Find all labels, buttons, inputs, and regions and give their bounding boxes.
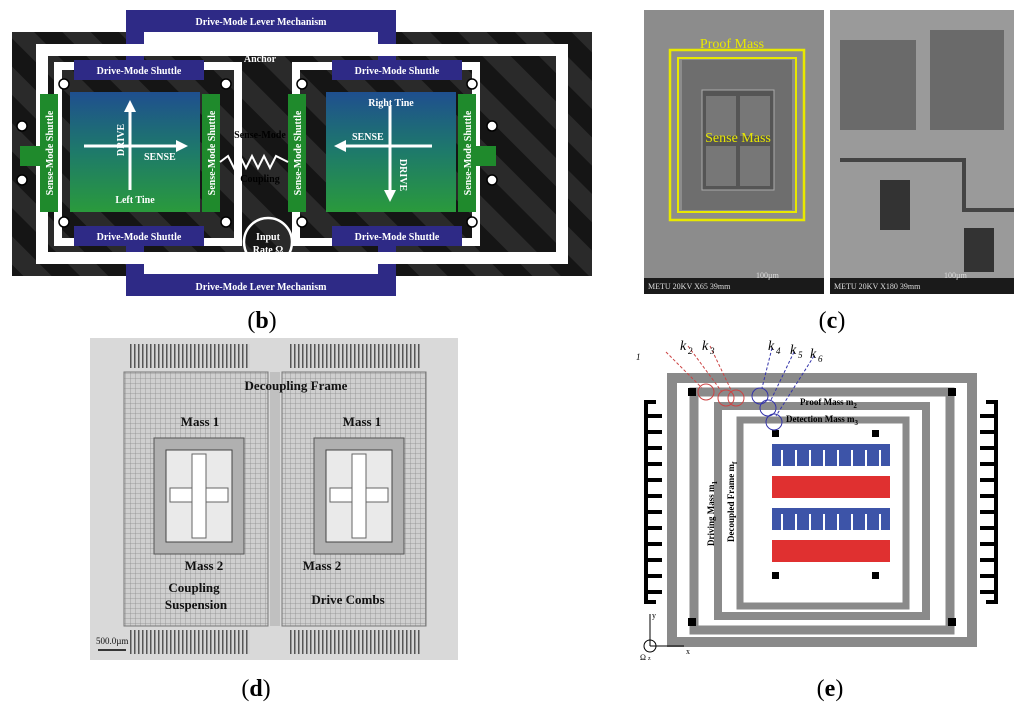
label-sense-shuttle-2: Sense-Mode Shuttle (207, 110, 218, 195)
label-k5: k (790, 343, 797, 358)
label-decoupled-frame: Decoupled Frame mf (726, 461, 739, 542)
sem-scale-right: 100µm (944, 271, 968, 280)
label-shuttle-tr: Drive-Mode Shuttle (355, 66, 440, 77)
label-k5-sub: 5 (798, 350, 803, 360)
label-k6-sub: 6 (818, 354, 823, 364)
label-axis-z: z (648, 656, 651, 662)
panel-e-schematic: k 1 k 2 k 3 k 4 k 5 k 6 Proof Mass m2 De… (628, 336, 1014, 664)
label-k3-sub: 3 (709, 346, 715, 356)
detection-mass-frame (736, 416, 910, 610)
label-k4-sub: 4 (776, 346, 781, 356)
caption-d: (d) (241, 676, 271, 702)
label-axis-x: x (686, 647, 690, 656)
label-coupling-1: Coupling (168, 580, 220, 595)
coupling-spring (219, 153, 289, 171)
label-input-1: Input (256, 232, 281, 243)
label-axis-omega: Ω (640, 653, 646, 662)
proof-mass-frame (714, 402, 930, 620)
sense-shuttle-4 (458, 94, 476, 212)
label-mass1-left: Mass 1 (181, 414, 220, 429)
panel-c-sem-images: Proof Mass Sense Mass METU 20KV X65 39mm… (644, 10, 1014, 294)
sem-footer-left: METU 20KV X65 39mm (648, 282, 731, 291)
decoupled-frame (689, 387, 955, 635)
label-mass1-right: Mass 1 (343, 414, 382, 429)
proof-mass-outline (668, 48, 806, 222)
label-coupling-1: Sense-Mode (234, 130, 286, 141)
label-mass2-left: Mass 2 (185, 558, 224, 573)
label-right-tine: Right Tine (368, 98, 414, 109)
panel-e-diagram: k 1 k 2 k 3 k 4 k 5 k 6 Proof Mass m2 De… (628, 339, 998, 662)
rotation-axis-icon (643, 639, 657, 653)
input-rate-icon (242, 216, 294, 268)
label-k6: k (810, 347, 817, 362)
sense-comb-red-1 (772, 476, 890, 498)
label-k2-sub: 2 (688, 346, 693, 356)
driving-mass-frame (667, 373, 977, 647)
label-drive-combs: Drive Combs (311, 592, 384, 607)
label-coupling-2: Suspension (165, 597, 228, 612)
caption-c: (c) (818, 308, 846, 334)
shuttle-br (332, 226, 462, 246)
sense-comb-red-2 (772, 540, 890, 562)
caption-b: (b) (247, 308, 277, 334)
label-left-sense: SENSE (144, 152, 176, 163)
label-k3: k (702, 339, 709, 354)
label-right-drive: DRIVE (397, 159, 408, 192)
label-k4: k (768, 339, 775, 354)
label-k1-sub: 1 (636, 352, 641, 362)
label-left-tine: Left Tine (115, 195, 155, 206)
label-k2: k (680, 339, 687, 354)
k-marker-4 (751, 387, 769, 405)
label-shuttle-br: Drive-Mode Shuttle (355, 232, 440, 243)
k-marker-3 (727, 389, 745, 407)
shuttle-tr (332, 60, 462, 80)
sense-shuttle-1 (40, 94, 58, 212)
k-marker-2 (717, 389, 735, 407)
panel-b-tuning-fork-gyro: Drive-Mode Lever Mechanism Drive-Mode Le… (12, 10, 592, 296)
label-shuttle-tl: Drive-Mode Shuttle (97, 66, 182, 77)
lever-top (126, 10, 396, 32)
panel-d-micrograph: Decoupling Frame Mass 1 Mass 1 Mass 2 Ma… (90, 338, 458, 660)
label-lever-bottom: Drive-Mode Lever Mechanism (196, 282, 328, 293)
label-driving-mass: Driving Mass m1 (706, 481, 719, 547)
panel-b-diagram: Drive-Mode Lever Mechanism Drive-Mode Le… (12, 10, 592, 296)
label-sense-shuttle-4: Sense-Mode Shuttle (463, 110, 474, 195)
label-coupling-2: Coupling (240, 174, 279, 185)
k-marker-1 (697, 383, 715, 401)
label-left-drive: DRIVE (116, 124, 127, 157)
k-marker-6 (765, 413, 783, 431)
label-decoupling-frame: Decoupling Frame (245, 378, 348, 393)
sense-comb-blue-1 (772, 444, 890, 466)
label-proof-mass: Proof Mass (700, 37, 764, 52)
label-lever-top: Drive-Mode Lever Mechanism (196, 17, 328, 28)
shuttle-tl (74, 60, 204, 80)
label-right-sense: SENSE (352, 132, 384, 143)
sem-footer-right: METU 20KV X180 39mm (834, 282, 921, 291)
label-anchor: Anchor (244, 54, 277, 65)
sense-shuttle-3 (288, 94, 306, 212)
sense-comb-blue-2 (772, 508, 890, 530)
shuttle-bl (74, 226, 204, 246)
label-shuttle-bl: Drive-Mode Shuttle (97, 232, 182, 243)
sense-shuttle-2 (202, 94, 220, 212)
label-detection-mass: Detection Mass m3 (786, 414, 858, 427)
lever-bottom (126, 274, 396, 296)
label-scale: 500.0µm (96, 636, 128, 646)
label-sense-shuttle-1: Sense-Mode Shuttle (45, 110, 56, 195)
caption-e: (e) (816, 676, 844, 702)
sem-scale-left: 100µm (756, 271, 780, 280)
label-sense-shuttle-3: Sense-Mode Shuttle (293, 110, 304, 195)
label-input-2: Rate Ω (253, 245, 284, 256)
label-axis-y: y (652, 611, 656, 620)
label-sense-mass: Sense Mass (705, 131, 771, 146)
panel-d-diagram: Decoupling Frame Mass 1 Mass 1 Mass 2 Ma… (90, 338, 458, 660)
label-mass2-right: Mass 2 (303, 558, 342, 573)
panel-c-diagram: Proof Mass Sense Mass METU 20KV X65 39mm… (644, 10, 1014, 294)
label-proof-mass: Proof Mass m2 (800, 397, 857, 410)
